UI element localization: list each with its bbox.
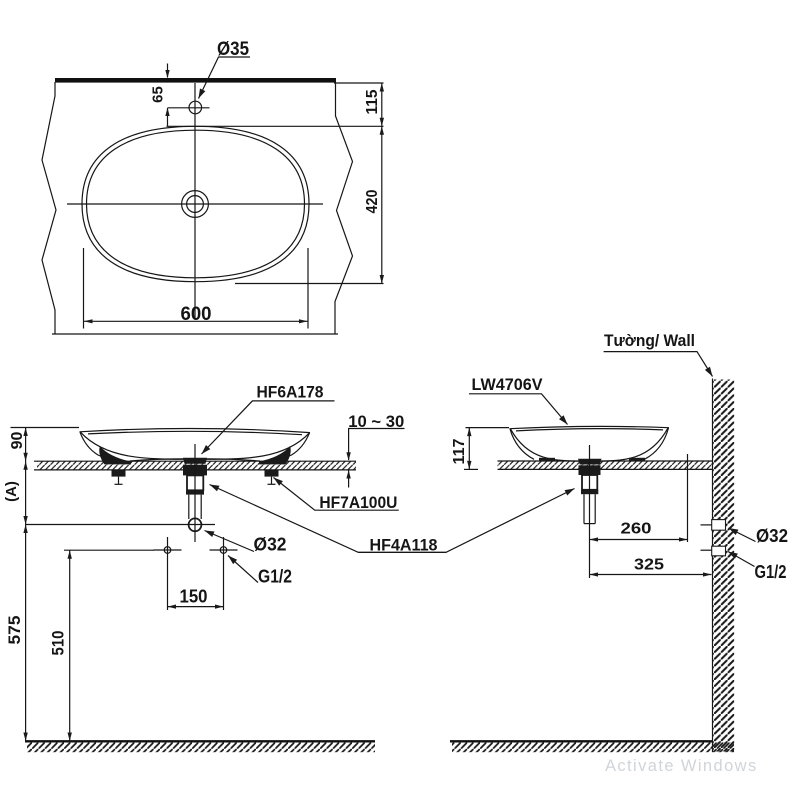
svg-text:260: 260 — [621, 520, 652, 537]
svg-text:Ø32: Ø32 — [254, 535, 287, 555]
svg-text:HF7A100U: HF7A100U — [319, 494, 397, 512]
svg-text:90: 90 — [9, 432, 26, 450]
svg-text:G1/2: G1/2 — [755, 562, 787, 582]
svg-text:65: 65 — [150, 86, 167, 103]
svg-text:510: 510 — [49, 631, 68, 656]
svg-text:115: 115 — [364, 89, 381, 114]
svg-text:(A): (A) — [3, 481, 20, 502]
svg-text:600: 600 — [181, 304, 212, 325]
svg-text:Ø35: Ø35 — [217, 39, 249, 60]
svg-text:HF6A178: HF6A178 — [257, 383, 324, 401]
svg-text:10 ~ 30: 10 ~ 30 — [348, 412, 404, 431]
svg-text:325: 325 — [634, 557, 664, 574]
svg-text:HF4A118: HF4A118 — [370, 536, 438, 555]
svg-text:420: 420 — [364, 189, 381, 213]
svg-text:117: 117 — [451, 438, 468, 464]
svg-text:Ø32: Ø32 — [756, 526, 788, 546]
svg-text:LW4706V: LW4706V — [472, 375, 544, 394]
svg-text:G1/2: G1/2 — [258, 567, 292, 587]
svg-text:575: 575 — [5, 616, 24, 645]
svg-text:Activate Windows: Activate Windows — [605, 757, 758, 775]
svg-text:150: 150 — [180, 586, 208, 606]
svg-text:Tường/ Wall: Tường/ Wall — [604, 331, 695, 350]
